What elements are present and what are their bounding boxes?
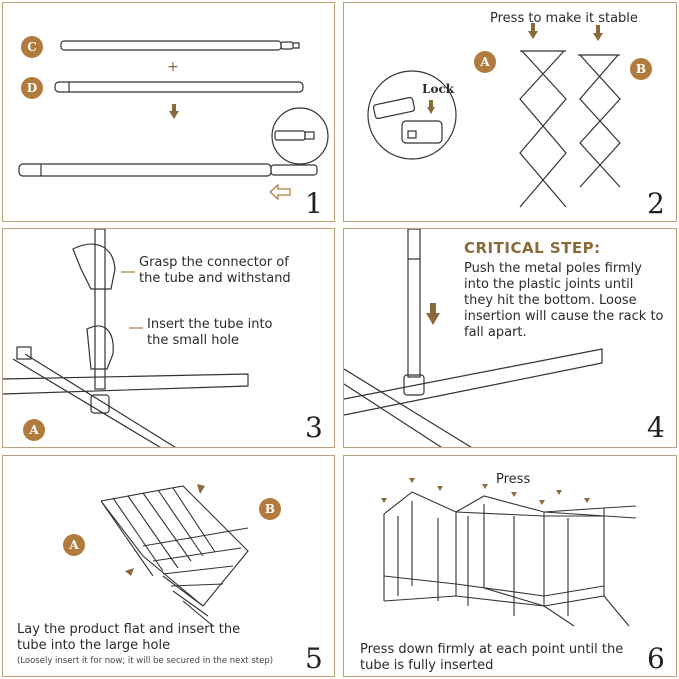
step-4-panel: CRITICAL STEP: Push the metal poles firm… (343, 228, 677, 448)
lock-arrow-icon (427, 100, 435, 114)
badge-a: A (63, 534, 85, 556)
step-6-panel: Press Press down firmly at each point un… (343, 455, 677, 677)
step-2-title: Press to make it stable (490, 11, 638, 26)
step-3-text-insert: Insert the tube into the small hole (147, 317, 273, 348)
press-points-illustration (381, 478, 637, 627)
badge-b: B (630, 58, 652, 80)
badge-d: D (21, 77, 43, 99)
badge-a: A (23, 419, 45, 441)
critical-step-text: Push the metal poles firmly into the pla… (464, 261, 664, 340)
step-6-title: Press (496, 472, 531, 487)
badge-a: A (474, 51, 496, 73)
step-number: 4 (647, 411, 665, 444)
critical-step-heading: CRITICAL STEP: (464, 239, 601, 257)
lay-flat-illustration (100, 484, 249, 627)
badge-b: B (259, 498, 281, 520)
step-number: 2 (647, 187, 665, 220)
insert-tube-illustration (3, 229, 249, 447)
step-5-panel: A B Lay the product flat and insert the … (2, 455, 335, 677)
step-number: 3 (305, 411, 323, 444)
step-3-panel: Grasp the connector of the tube and with… (2, 228, 335, 448)
down-arrow-icon (169, 104, 179, 119)
step-3-text-grasp: Grasp the connector of the tube and with… (139, 255, 291, 286)
press-arrow-b-icon (593, 25, 603, 41)
step-5-note: (Loosely insert it for now; it will be s… (17, 656, 274, 666)
step-6-text: Press down firmly at each point until th… (360, 642, 624, 673)
left-arrow-icon (269, 183, 291, 201)
tube-assembly-illustration: + (18, 40, 329, 201)
badge-c: C (21, 36, 43, 58)
push-pole-illustration (344, 229, 603, 447)
lock-label: Lock (422, 82, 455, 96)
step-2-panel: Press to make it stable Lock A B 2 (343, 2, 677, 222)
step-number: 5 (305, 642, 323, 675)
step-5-text: Lay the product flat and insert the tube… (17, 622, 241, 653)
step-number: 1 (305, 187, 323, 220)
svg-text:+: + (167, 59, 179, 75)
insert-arrow-a-icon (125, 568, 134, 576)
press-arrow-a-icon (528, 23, 538, 39)
folding-rack-illustration (367, 23, 621, 208)
step-1-panel: + C D 1 (2, 2, 335, 222)
insert-arrow-b-icon (197, 484, 205, 494)
step-number: 6 (647, 642, 665, 675)
down-arrow-icon (426, 303, 440, 325)
